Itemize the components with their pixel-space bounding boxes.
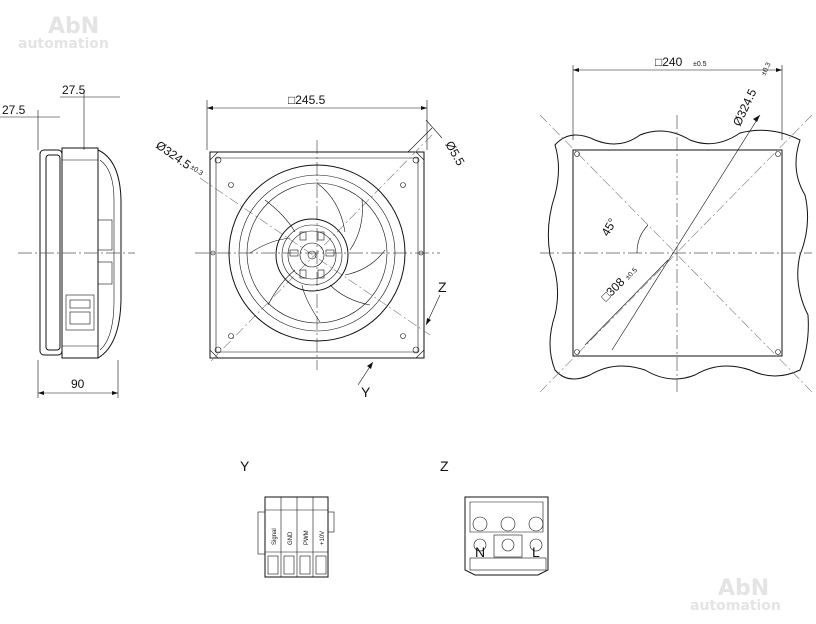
cutout-angle: 45° bbox=[598, 216, 619, 239]
pin-signal: Signal bbox=[272, 528, 278, 545]
pin-10v: +10V bbox=[320, 531, 326, 545]
terminal-n: N bbox=[475, 544, 485, 560]
cutout-dim-hole-pitch: □308 bbox=[598, 275, 627, 304]
dim-offset-top: 27.5 bbox=[62, 83, 86, 97]
cutout-dim-square-tol: ±0.5 bbox=[693, 61, 707, 68]
callout-y: Y bbox=[361, 384, 371, 400]
watermark-brand-bottom: AbN bbox=[718, 576, 769, 601]
callout-z: Z bbox=[438, 279, 447, 295]
detail-z: Z N L bbox=[440, 458, 549, 576]
cutout-dim-diameter: Ø324.5 bbox=[730, 86, 759, 128]
front-dim-hole: Ø5.5 bbox=[442, 139, 467, 169]
watermark-bottom: AbN automation bbox=[690, 576, 781, 614]
watermark-sub-bottom: automation bbox=[690, 598, 781, 614]
detail-y: Y Signal GND PWM +10V bbox=[240, 458, 335, 578]
terminal-l: L bbox=[532, 544, 540, 560]
watermark-sub-top: automation bbox=[18, 36, 109, 52]
cutout-dim-diameter-tol: ±0.3 bbox=[760, 61, 772, 76]
front-dim-diameter-tol: ±0.3 bbox=[189, 164, 204, 178]
cutout-dim-square: □240 bbox=[655, 55, 683, 69]
front-dim-diameter: Ø324.5 bbox=[153, 138, 194, 172]
cutout-view: □240 ±0.5 Ø324.5 ±0.3 □308 ±0.5 45° bbox=[539, 55, 813, 393]
pin-pwm: PWM bbox=[304, 530, 310, 545]
detail-y-title: Y bbox=[240, 458, 250, 474]
front-view: □245.5 bbox=[153, 93, 467, 400]
front-dim-square: □245.5 bbox=[288, 93, 326, 107]
pin-gnd: GND bbox=[288, 531, 294, 545]
cutout-dim-hole-pitch-tol: ±0.5 bbox=[624, 267, 639, 282]
hub-ribs bbox=[289, 231, 335, 279]
watermark-brand-top: AbN bbox=[48, 14, 99, 39]
dim-depth: 90 bbox=[71, 377, 85, 391]
dim-offset: 27.5 bbox=[2, 103, 26, 117]
detail-z-title: Z bbox=[440, 458, 449, 474]
side-view: 27.5 27.5 90 bbox=[0, 83, 135, 398]
watermark-top: AbN automation bbox=[18, 14, 109, 52]
